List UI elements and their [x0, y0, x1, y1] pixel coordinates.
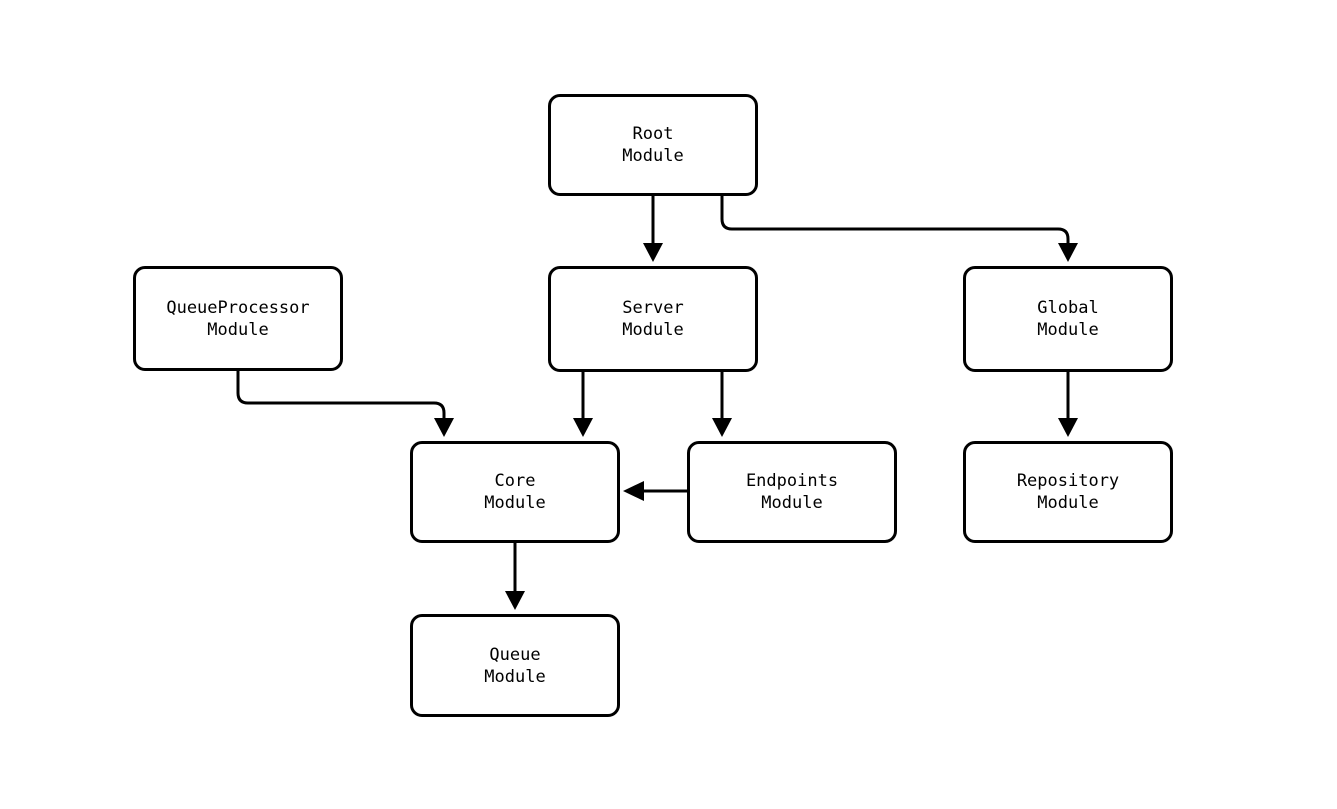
- edge-core-queue: [505, 543, 525, 610]
- node-queue-module[interactable]: Queue Module: [410, 614, 620, 717]
- node-core-module[interactable]: Core Module: [410, 441, 620, 543]
- node-endpoints-module[interactable]: Endpoints Module: [687, 441, 897, 543]
- node-server-module[interactable]: Server Module: [548, 266, 758, 372]
- node-queueprocessor-module[interactable]: QueueProcessor Module: [133, 266, 343, 371]
- edge-root-global: [720, 196, 1078, 262]
- edge-endpoints-core: [623, 481, 687, 501]
- edge-server-endpoints: [712, 372, 732, 437]
- node-queueprocessor-module-label: QueueProcessor Module: [166, 297, 310, 340]
- edge-queueprocessor-core: [236, 371, 454, 437]
- edge-server-core: [573, 372, 593, 437]
- edge-root-server: [643, 196, 663, 262]
- node-repository-module[interactable]: Repository Module: [963, 441, 1173, 543]
- node-root-module[interactable]: Root Module: [548, 94, 758, 196]
- node-core-module-label: Core Module: [484, 471, 546, 513]
- node-queue-module-label: Queue Module: [484, 644, 546, 687]
- node-root-module-label: Root Module: [622, 124, 684, 166]
- node-repository-module-label: Repository Module: [1016, 471, 1120, 513]
- edge-global-repository: [1058, 372, 1078, 437]
- node-global-module-label: Global Module: [1037, 298, 1099, 340]
- node-endpoints-module-label: Endpoints Module: [745, 471, 839, 513]
- node-global-module[interactable]: Global Module: [963, 266, 1173, 372]
- node-server-module-label: Server Module: [622, 298, 684, 340]
